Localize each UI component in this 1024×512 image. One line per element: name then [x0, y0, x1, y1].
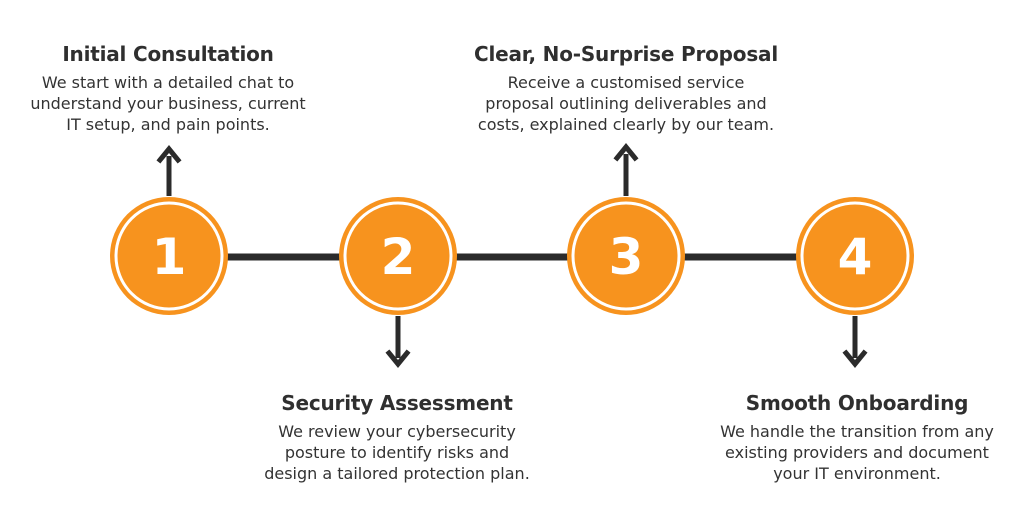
step-2-line-3: design a tailored protection plan.	[264, 464, 530, 483]
arrow-up-icon	[613, 143, 639, 196]
step-4-line-1: We handle the transition from any	[720, 422, 994, 441]
step-2-circle: 2	[339, 197, 457, 315]
step-2-line-1: We review your cybersecurity	[278, 422, 516, 441]
arrow-up-icon	[156, 145, 182, 196]
step-2-line-2: posture to identify risks and	[284, 443, 510, 462]
step-1-text-block: Initial Consultation We start with a det…	[18, 42, 318, 135]
step-3-circle: 3	[567, 197, 685, 315]
step-1-number: 1	[152, 228, 187, 286]
step-4-description: We handle the transition from any existi…	[702, 421, 1012, 484]
step-1-line-3: IT setup, and pain points.	[66, 115, 270, 134]
step-4-circle: 4	[796, 197, 914, 315]
step-1-line-2: understand your business, current	[30, 94, 306, 113]
step-3-number: 3	[609, 228, 644, 286]
step-3-text-block: Clear, No-Surprise Proposal Receive a cu…	[456, 42, 796, 135]
step-2-text-block: Security Assessment We review your cyber…	[252, 391, 542, 484]
step-3-title: Clear, No-Surprise Proposal	[473, 42, 778, 66]
step-2-number: 2	[381, 228, 416, 286]
step-1-title: Initial Consultation	[62, 42, 274, 66]
step-3-line-2: proposal outlining deliverables and	[485, 94, 767, 113]
step-3-line-3: costs, explained clearly by our team.	[477, 115, 775, 134]
step-4-line-3: your IT environment.	[773, 464, 941, 483]
step-4-title: Smooth Onboarding	[745, 391, 969, 415]
step-2-title: Security Assessment	[281, 391, 513, 415]
step-4-number: 4	[838, 228, 873, 286]
step-1-line-1: We start with a detailed chat to	[41, 73, 295, 92]
step-1-description: We start with a detailed chat to underst…	[18, 72, 318, 135]
step-4-line-2: existing providers and document	[725, 443, 989, 462]
arrow-down-icon	[842, 316, 868, 368]
arrow-down-icon	[385, 316, 411, 368]
step-4-text-block: Smooth Onboarding We handle the transiti…	[702, 391, 1012, 484]
step-2-description: We review your cybersecurity posture to …	[252, 421, 542, 484]
step-3-description: Receive a customised service proposal ou…	[456, 72, 796, 135]
step-3-line-1: Receive a customised service	[507, 73, 745, 92]
step-1-circle: 1	[110, 197, 228, 315]
